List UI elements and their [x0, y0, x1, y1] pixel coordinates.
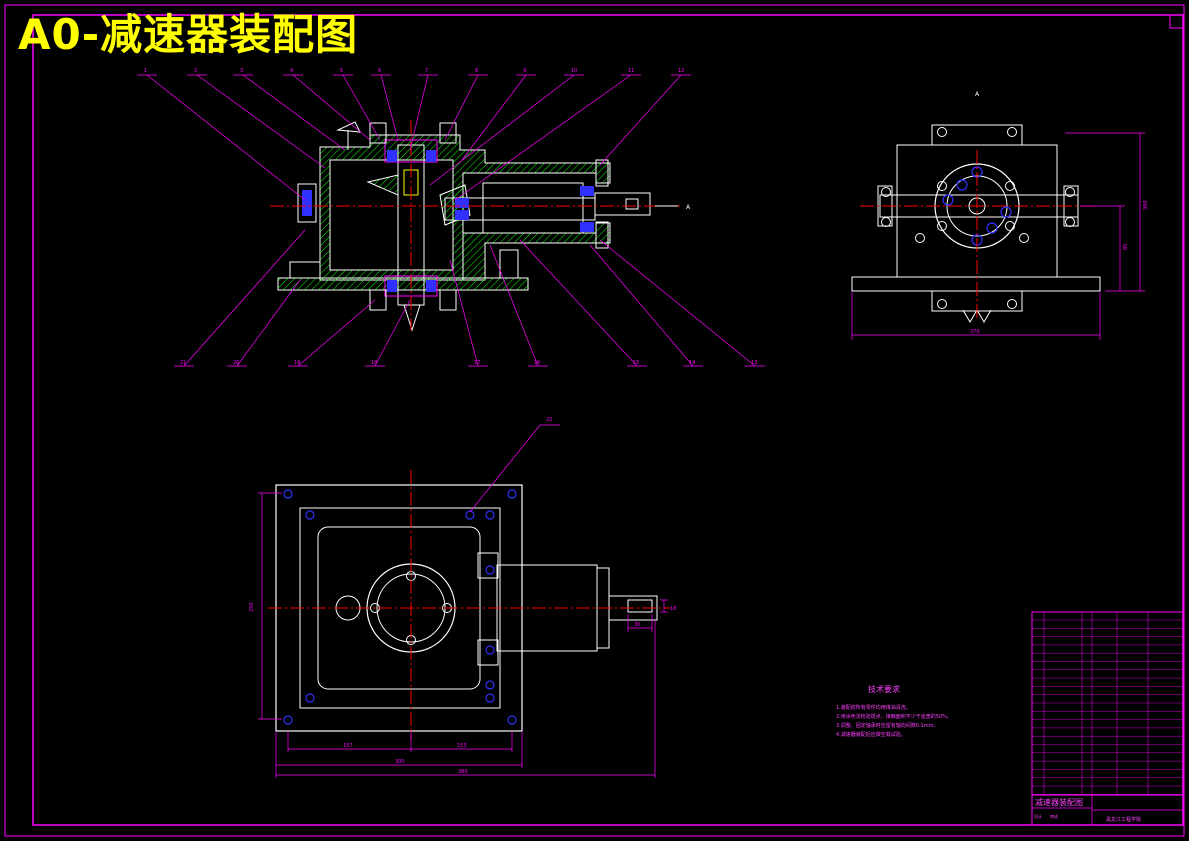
front-section-view: A — [270, 120, 691, 332]
balloon-16: 16 — [534, 360, 540, 366]
balloon-7: 7 — [425, 68, 428, 74]
dim-plan-height: 250 — [249, 602, 255, 612]
bolt-hole — [1065, 187, 1075, 197]
balloon-3: 3 — [240, 68, 243, 74]
bolt-hole — [1005, 181, 1015, 191]
balloon-1: 1 — [144, 68, 147, 74]
tech-requirement-3: 3.调整、固定轴承时应留有轴向间隙0.1mm。 — [836, 723, 939, 729]
dim-side-height-1: 300 — [1143, 200, 1149, 210]
tech-requirements-heading: 技术要求 — [868, 685, 900, 694]
tech-requirement-2: 2.用涂色法检验斑点，接触面积不少于齿宽的50%。 — [836, 714, 952, 720]
balloon-14: 14 — [689, 360, 695, 366]
dim-plan-total: 380 — [458, 769, 468, 775]
tech-requirement-4: 4.减速器装配后应做空载试验。 — [836, 732, 906, 738]
mounting-hole — [507, 489, 517, 499]
mounting-hole — [485, 680, 495, 690]
bolt-hole — [937, 181, 947, 191]
bolt-hole — [1005, 221, 1015, 231]
mounting-hole — [305, 510, 315, 520]
title-block-checker: 审核 — [1050, 813, 1058, 819]
dim-plan-w1: 157 — [343, 743, 353, 749]
balloon-4: 4 — [290, 68, 293, 74]
bolt-hole — [1019, 233, 1029, 243]
bolt-hole — [1007, 127, 1017, 137]
bolt-hole — [881, 187, 891, 197]
parts-list-table: 减速器装配图 设计 审核 黑龙江工程学院 — [1031, 611, 1184, 826]
bolt-hole — [881, 217, 891, 227]
bolt-hole — [915, 233, 925, 243]
balloon-6: 6 — [378, 68, 381, 74]
balloon-22: 22 — [546, 417, 552, 423]
mounting-hole — [283, 715, 293, 725]
plan-view: 250 157 153 300 380 30 18 22 — [249, 417, 676, 778]
bolt-hole — [937, 221, 947, 231]
mounting-hole — [465, 510, 475, 520]
side-view: A 300 85 370 — [851, 91, 1149, 340]
bolt-hole — [937, 127, 947, 137]
balloon-21: 21 — [180, 360, 186, 366]
dim-shaft-dia: 18 — [670, 606, 676, 612]
title-block-drawing-name: 减速器装配图 — [1035, 797, 1083, 807]
title-block-designer: 设计 — [1034, 813, 1042, 819]
balloon-12: 12 — [678, 68, 684, 74]
mounting-hole — [507, 715, 517, 725]
mounting-hole — [485, 693, 495, 703]
balloon-8: 8 — [475, 68, 478, 74]
dim-plan-w2: 153 — [457, 743, 467, 749]
mounting-hole — [305, 693, 315, 703]
cover-screw — [942, 194, 954, 206]
view-label-a: A — [975, 91, 980, 98]
balloon-18: 18 — [371, 360, 377, 366]
cover-screw — [1000, 206, 1012, 218]
balloon-10: 10 — [571, 68, 577, 74]
balloon-19: 19 — [294, 360, 300, 366]
drawing-title: A0-减速器装配图 — [18, 10, 359, 59]
mounting-hole — [485, 565, 495, 575]
dim-side-width: 370 — [970, 329, 980, 335]
balloon-5: 5 — [340, 68, 343, 74]
balloon-11: 11 — [628, 68, 634, 74]
bolt-hole — [1007, 299, 1017, 309]
dim-side-height-2: 85 — [1123, 244, 1129, 250]
section-arrow-label: A — [686, 204, 691, 211]
balloon-2: 2 — [194, 68, 197, 74]
drawing-frame — [4, 4, 1185, 837]
bolt-hole — [937, 299, 947, 309]
bolt-hole — [1065, 217, 1075, 227]
cover-screw — [956, 179, 968, 191]
balloon-13: 13 — [751, 360, 757, 366]
tech-requirement-1: 1.装配前所有零件均用煤油清洗。 — [836, 705, 911, 711]
balloon-20: 20 — [233, 360, 239, 366]
cover-screw — [986, 222, 998, 234]
title-block-school: 黑龙江工程学院 — [1106, 816, 1141, 823]
dim-shaft-len: 30 — [634, 622, 640, 628]
dim-plan-w3: 300 — [395, 759, 405, 765]
mounting-hole — [485, 645, 495, 655]
mounting-hole — [485, 510, 495, 520]
balloon-9: 9 — [523, 68, 526, 74]
balloon-17: 17 — [474, 360, 480, 366]
mounting-hole — [283, 489, 293, 499]
balloon-15: 15 — [633, 360, 639, 366]
